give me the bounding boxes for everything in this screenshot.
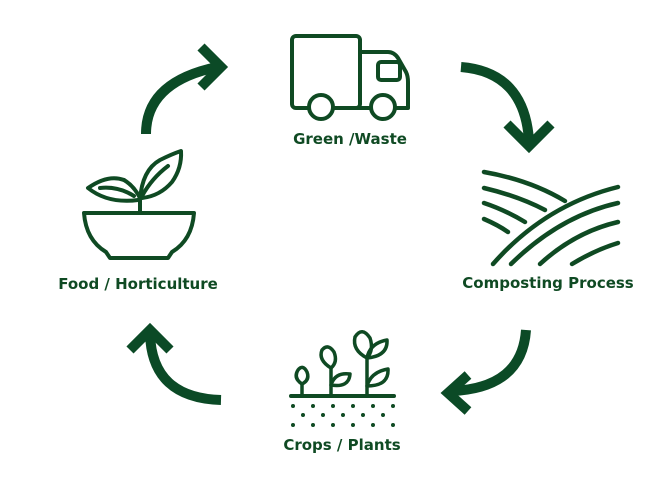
cycle-arrows <box>126 43 555 415</box>
field-rows-icon <box>481 169 621 267</box>
node-label-composting: Composting Process <box>462 274 634 292</box>
arrow-crops-to-food-icon <box>126 322 222 405</box>
arrow-food-to-waste-icon <box>141 43 229 135</box>
node-label-crops: Crops / Plants <box>283 436 401 454</box>
sprouts-soil-icon <box>289 330 396 398</box>
arrow-composting-to-crops-icon <box>440 329 531 415</box>
soil-dots <box>291 404 395 427</box>
truck-icon <box>290 34 410 121</box>
node-label-green-waste: Green /Waste <box>293 130 407 148</box>
bowl-plant-icon <box>82 149 196 260</box>
arrow-waste-to-composting-icon <box>460 62 555 154</box>
node-label-food: Food / Horticulture <box>58 275 218 293</box>
